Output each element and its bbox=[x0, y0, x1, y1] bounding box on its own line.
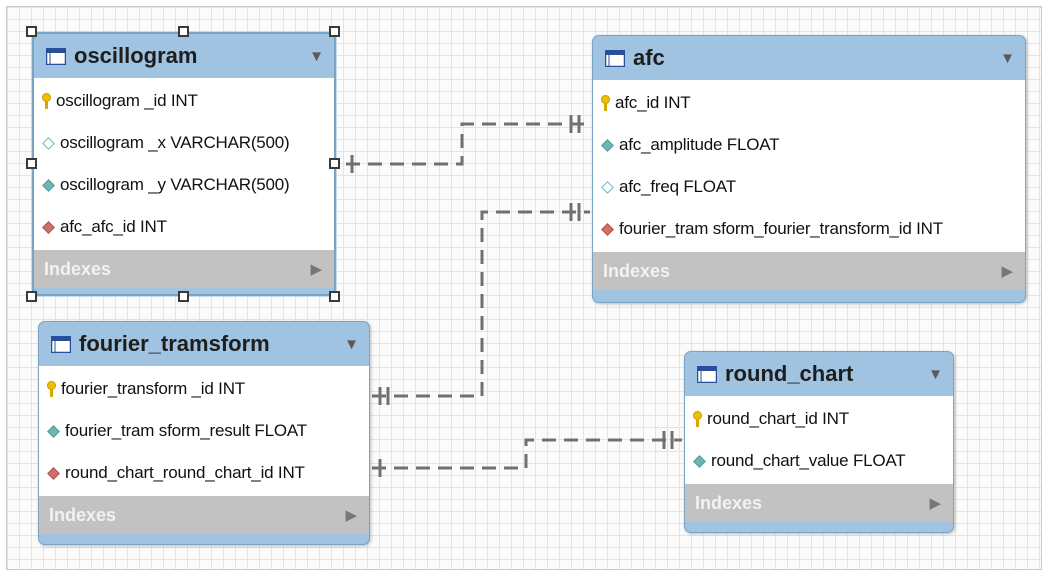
column-row[interactable]: fourier_tram sform_result FLOAT bbox=[39, 410, 369, 452]
column-label: round_chart_id INT bbox=[707, 409, 849, 428]
column-label: oscillogram _y VARCHAR(500) bbox=[60, 175, 290, 194]
column-label: oscillogram _x VARCHAR(500) bbox=[60, 133, 290, 152]
column-row[interactable]: round_chart_value FLOAT bbox=[685, 440, 953, 482]
entity-title: round_chart bbox=[725, 361, 854, 386]
column-label: afc_id INT bbox=[615, 93, 691, 112]
column-row[interactable]: oscillogram _y VARCHAR(500) bbox=[34, 164, 334, 206]
column-label: oscillogram _id INT bbox=[56, 91, 198, 110]
primary-key-icon bbox=[601, 95, 610, 111]
entity-title: afc bbox=[633, 45, 665, 70]
column-row[interactable]: afc_afc_id INT bbox=[34, 206, 334, 248]
column-label: round_chart_value FLOAT bbox=[711, 451, 906, 470]
table-icon bbox=[605, 49, 625, 67]
entity-header[interactable]: round_chart ▼ bbox=[685, 352, 953, 396]
resize-handle-top-center[interactable] bbox=[178, 26, 189, 37]
chevron-down-icon[interactable]: ▼ bbox=[928, 365, 943, 383]
entity-round-chart[interactable]: round_chart ▼ round_chart_id INT round_c… bbox=[684, 351, 954, 533]
foreign-key-icon bbox=[42, 220, 55, 234]
entity-header[interactable]: fourier_tramsform ▼ bbox=[39, 322, 369, 366]
column-label: afc_amplitude FLOAT bbox=[619, 135, 780, 154]
column-label: round_chart_round_chart_id INT bbox=[65, 463, 305, 482]
column-label: afc_freq FLOAT bbox=[619, 177, 736, 196]
not-null-column-icon bbox=[601, 138, 614, 152]
primary-key-icon bbox=[693, 411, 702, 427]
indexes-section[interactable]: Indexes ▶ bbox=[34, 250, 334, 288]
indexes-section[interactable]: Indexes ▶ bbox=[593, 252, 1025, 290]
indexes-label: Indexes bbox=[49, 504, 117, 525]
nullable-column-icon bbox=[42, 136, 55, 150]
column-row[interactable]: round_chart_id INT bbox=[685, 398, 953, 440]
column-label: afc_afc_id INT bbox=[60, 217, 167, 236]
entity-afc[interactable]: afc ▼ afc_id INT afc_amplitude FLOAT afc… bbox=[592, 35, 1026, 303]
column-row[interactable]: oscillogram _id INT bbox=[34, 80, 334, 122]
chevron-down-icon[interactable]: ▼ bbox=[1000, 49, 1015, 67]
relationship-oscillogram-afc[interactable] bbox=[346, 115, 590, 173]
resize-handle-bottom-left[interactable] bbox=[26, 291, 37, 302]
primary-key-icon bbox=[47, 381, 56, 397]
table-icon bbox=[51, 335, 71, 353]
relationship-fourier-afc[interactable] bbox=[372, 203, 590, 405]
column-label: fourier_transform _id INT bbox=[61, 379, 245, 398]
column-list: afc_id INT afc_amplitude FLOAT afc_freq … bbox=[593, 80, 1025, 252]
relationship-fourier-round-chart[interactable] bbox=[372, 431, 682, 477]
primary-key-icon bbox=[42, 93, 51, 109]
chevron-down-icon[interactable]: ▼ bbox=[344, 335, 359, 353]
indexes-section[interactable]: Indexes ▶ bbox=[685, 484, 953, 522]
table-icon bbox=[697, 365, 717, 383]
column-list: round_chart_id INT round_chart_value FLO… bbox=[685, 396, 953, 484]
indexes-section[interactable]: Indexes ▶ bbox=[39, 496, 369, 534]
column-row[interactable]: afc_amplitude FLOAT bbox=[593, 124, 1025, 166]
column-row[interactable]: fourier_transform _id INT bbox=[39, 368, 369, 410]
foreign-key-icon bbox=[601, 222, 614, 236]
not-null-column-icon bbox=[693, 454, 706, 468]
column-list: fourier_transform _id INT fourier_tram s… bbox=[39, 366, 369, 496]
resize-handle-middle-left[interactable] bbox=[26, 158, 37, 169]
entity-oscillogram[interactable]: oscillogram ▼ oscillogram _id INT oscill… bbox=[32, 32, 336, 296]
entity-header[interactable]: oscillogram ▼ bbox=[34, 34, 334, 78]
entity-title: oscillogram bbox=[74, 43, 198, 68]
column-label: fourier_tram sform_result FLOAT bbox=[65, 421, 307, 440]
chevron-down-icon[interactable]: ▼ bbox=[309, 47, 324, 65]
chevron-right-icon[interactable]: ▶ bbox=[1001, 263, 1013, 280]
indexes-label: Indexes bbox=[695, 492, 763, 513]
column-row[interactable]: fourier_tram sform_fourier_transform_id … bbox=[593, 208, 1025, 250]
chevron-right-icon[interactable]: ▶ bbox=[310, 261, 322, 278]
column-list: oscillogram _id INT oscillogram _x VARCH… bbox=[34, 78, 334, 250]
foreign-key-icon bbox=[47, 466, 60, 480]
resize-handle-top-left[interactable] bbox=[26, 26, 37, 37]
column-row[interactable]: afc_freq FLOAT bbox=[593, 166, 1025, 208]
column-row[interactable]: round_chart_round_chart_id INT bbox=[39, 452, 369, 494]
resize-handle-middle-right[interactable] bbox=[329, 158, 340, 169]
column-row[interactable]: afc_id INT bbox=[593, 82, 1025, 124]
column-row[interactable]: oscillogram _x VARCHAR(500) bbox=[34, 122, 334, 164]
resize-handle-bottom-center[interactable] bbox=[178, 291, 189, 302]
resize-handle-bottom-right[interactable] bbox=[329, 291, 340, 302]
entity-header[interactable]: afc ▼ bbox=[593, 36, 1025, 80]
resize-handle-top-right[interactable] bbox=[329, 26, 340, 37]
not-null-column-icon bbox=[42, 178, 55, 192]
nullable-column-icon bbox=[601, 180, 614, 194]
not-null-column-icon bbox=[47, 424, 60, 438]
chevron-right-icon[interactable]: ▶ bbox=[929, 495, 941, 512]
indexes-label: Indexes bbox=[603, 260, 671, 281]
entity-title: fourier_tramsform bbox=[79, 331, 270, 356]
table-icon bbox=[46, 47, 66, 65]
chevron-right-icon[interactable]: ▶ bbox=[345, 507, 357, 524]
indexes-label: Indexes bbox=[44, 258, 112, 279]
entity-fourier-tramsform[interactable]: fourier_tramsform ▼ fourier_transform _i… bbox=[38, 321, 370, 545]
column-label: fourier_tram sform_fourier_transform_id … bbox=[619, 219, 943, 238]
